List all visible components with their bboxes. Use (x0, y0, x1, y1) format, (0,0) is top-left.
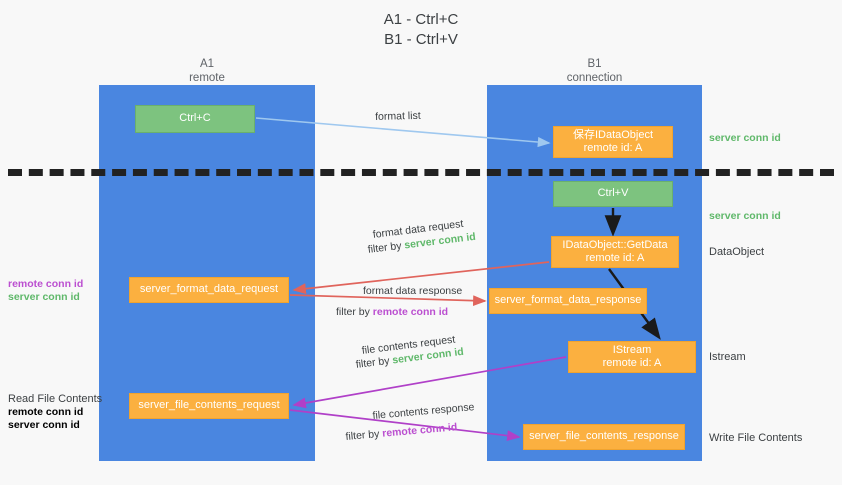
annotation-conn-ids-format: remote conn id server conn id (8, 278, 83, 304)
annotation-server-conn-id-top: server conn id (709, 132, 781, 145)
node-idataobject-getdata[interactable]: IDataObject::GetData remote id: A (551, 236, 679, 268)
node-ctrl-c-label: Ctrl+C (179, 112, 211, 125)
annotation-server-conn-id-mid: server conn id (709, 210, 781, 223)
node-server-file-contents-response[interactable]: server_file_contents_response (523, 424, 685, 450)
node-server-file-contents-request-label: server_file_contents_request (138, 399, 280, 412)
node-server-format-data-response-label: server_format_data_response (494, 294, 642, 307)
node-ctrl-c[interactable]: Ctrl+C (135, 105, 255, 133)
annotation-server-conn-id-2: server conn id (8, 419, 80, 431)
edge-label-format-list: format list (375, 109, 421, 124)
edge-format-data-request (292, 261, 550, 295)
edge-format-list (255, 117, 551, 148)
diagram-title: A1 - Ctrl+C B1 - Ctrl+V (0, 10, 842, 50)
column-b1-subtitle: connection (566, 72, 623, 84)
filter-prefix: filter by (345, 427, 383, 443)
node-ctrl-v[interactable]: Ctrl+V (553, 181, 673, 207)
node-server-format-data-request-label: server_format_data_request (139, 283, 279, 296)
filter-key-remote-conn-id: remote conn id (372, 306, 449, 318)
title-line-1: A1 - Ctrl+C (383, 11, 459, 28)
node-server-format-data-response[interactable]: server_format_data_response (489, 288, 647, 314)
edge-label-format-data-response-filter: filter by remote conn id (336, 305, 448, 319)
node-istream-remote-id: remote id: A (602, 357, 662, 369)
node-istream[interactable]: IStream remote id: A (568, 341, 696, 373)
phase-divider (8, 169, 834, 176)
annotation-remote-conn-id-2: remote conn id (8, 406, 84, 418)
annotation-read-file-contents: Read File Contents (8, 393, 103, 405)
node-server-file-contents-response-label: server_file_contents_response (529, 430, 679, 443)
column-a1-subtitle: remote (189, 72, 225, 84)
filter-prefix: filter by (336, 306, 373, 318)
node-istream-title: IStream (612, 343, 652, 356)
edge-file-contents-request (292, 356, 567, 409)
node-save-idataobject-title: 保存IDataObject (572, 128, 654, 141)
edge-format-data-response (289, 294, 487, 307)
node-getdata-remote-id: remote id: A (585, 252, 645, 264)
annotation-write-file-contents: Write File Contents (709, 432, 803, 444)
annotation-server-conn-id-mid-text: server conn id (709, 210, 781, 222)
annotation-dataobject: DataObject (709, 246, 765, 258)
column-b1-name: B1 (587, 58, 602, 70)
column-a1-name: A1 (199, 58, 215, 70)
node-server-file-contents-request[interactable]: server_file_contents_request (129, 393, 289, 419)
annotation-server-conn-id-top-text: server conn id (709, 132, 781, 144)
annotation-istream: Istream (709, 351, 746, 363)
column-header-a1: A1 remote (99, 57, 315, 85)
annotation-server-conn-id-1: server conn id (8, 291, 80, 303)
node-server-format-data-request[interactable]: server_format_data_request (129, 277, 289, 303)
node-save-idataobject[interactable]: 保存IDataObject remote id: A (553, 126, 673, 158)
edge-label-format-data-response: format data response (363, 284, 462, 298)
edge-label-format-list-text: format list (375, 109, 421, 123)
edge-file-contents-response (289, 409, 521, 442)
title-line-2: B1 - Ctrl+V (384, 31, 458, 48)
node-getdata-title: IDataObject::GetData (562, 238, 668, 251)
edge-label-format-data-response-text: format data response (363, 285, 463, 297)
column-header-b1: B1 connection (487, 57, 702, 85)
node-save-idataobject-remote-id: remote id: A (583, 142, 643, 154)
annotation-conn-ids-file: Read File Contents remote conn id server… (8, 392, 102, 432)
node-ctrl-v-label: Ctrl+V (597, 187, 629, 200)
annotation-remote-conn-id-1: remote conn id (8, 278, 84, 290)
